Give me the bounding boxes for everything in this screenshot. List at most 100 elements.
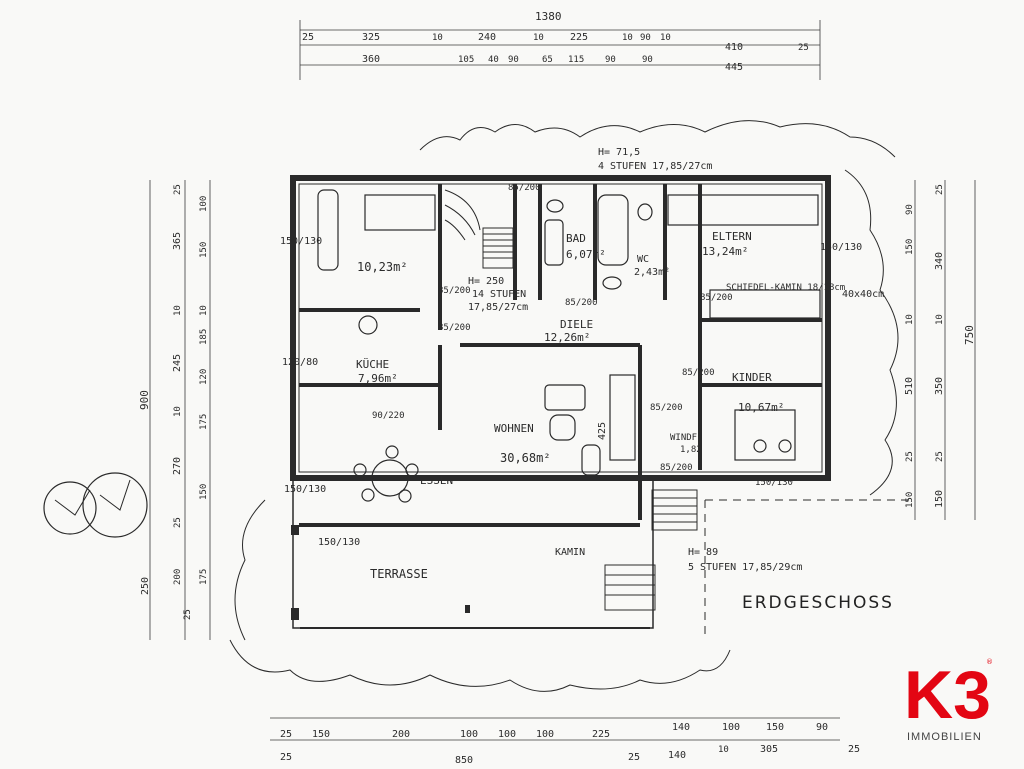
svg-text:425: 425: [597, 422, 608, 440]
room-area-0: 10,23m²: [357, 260, 408, 274]
svg-text:85/200: 85/200: [700, 293, 733, 303]
svg-text:2,43m²: 2,43m²: [634, 267, 670, 278]
svg-text:90: 90: [642, 55, 653, 65]
svg-text:10: 10: [660, 33, 671, 43]
svg-text:445: 445: [725, 62, 743, 73]
svg-text:100: 100: [536, 729, 554, 740]
svg-text:90: 90: [508, 55, 519, 65]
svg-text:7,96m²: 7,96m²: [358, 372, 398, 385]
svg-text:150: 150: [905, 239, 915, 255]
svg-text:100: 100: [498, 729, 516, 740]
k3-logo: K3 ® IMMOBILIEN: [902, 650, 1002, 745]
svg-text:115: 115: [568, 55, 584, 65]
svg-text:175: 175: [199, 569, 209, 585]
svg-text:10: 10: [173, 305, 183, 316]
room-essen: ESSEN: [420, 474, 453, 487]
room-kueche: KÜCHE: [356, 358, 389, 371]
svg-text:30,68m²: 30,68m²: [500, 451, 551, 465]
svg-text:150/130: 150/130: [280, 236, 322, 247]
svg-text:25: 25: [935, 451, 945, 462]
svg-text:150: 150: [934, 490, 945, 508]
svg-text:25: 25: [280, 752, 292, 763]
top-dimensions: 1380 25 325 10 240 10 225 10 90 10 410 2…: [302, 10, 809, 73]
svg-text:6,07m²: 6,07m²: [566, 248, 606, 261]
interior-walls: [299, 184, 822, 527]
room-windfang: WINDF.: [670, 433, 703, 443]
svg-text:225: 225: [570, 32, 588, 43]
opening-dims: 150/130 85/200 85/200 120/80 90/220 85/2…: [280, 183, 862, 548]
svg-text:360: 360: [362, 54, 380, 65]
svg-text:245: 245: [172, 354, 183, 372]
svg-text:10: 10: [935, 314, 945, 325]
right-dimensions: 750 25 340 10 350 25 150 90 150 10 510 2…: [904, 184, 976, 508]
svg-text:200: 200: [173, 569, 183, 585]
svg-text:25: 25: [848, 744, 860, 755]
logo-subtitle: IMMOBILIEN: [907, 731, 982, 743]
svg-text:150: 150: [312, 729, 330, 740]
svg-text:85/200: 85/200: [565, 298, 598, 308]
fixtures: [317, 189, 821, 503]
svg-text:150: 150: [905, 492, 915, 508]
svg-text:25: 25: [798, 43, 809, 53]
svg-text:12,26m²: 12,26m²: [544, 331, 590, 344]
svg-text:150: 150: [766, 722, 784, 733]
svg-text:90: 90: [605, 55, 616, 65]
svg-text:13,24m²: 13,24m²: [702, 245, 748, 258]
svg-text:175: 175: [199, 414, 209, 430]
logo-mark: K3 ® IMMOBILIEN: [904, 657, 993, 743]
svg-text:25: 25: [935, 184, 945, 195]
svg-text:900: 900: [138, 390, 151, 410]
svg-text:H= 89: H= 89: [688, 547, 718, 558]
bushes-top: [419, 120, 896, 158]
svg-text:90: 90: [640, 33, 651, 43]
svg-text:750: 750: [963, 325, 976, 345]
svg-text:25: 25: [183, 609, 193, 620]
room-bad: BAD: [566, 232, 586, 245]
svg-text:90/220: 90/220: [372, 411, 405, 421]
svg-text:10: 10: [199, 305, 209, 316]
svg-text:350: 350: [934, 377, 945, 395]
svg-text:10: 10: [173, 406, 183, 417]
left-dimensions: 900 25 365 10 245 10 270 25 250 100 150 …: [138, 184, 209, 620]
svg-text:140: 140: [668, 750, 686, 761]
svg-text:510: 510: [904, 377, 915, 395]
svg-text:H= 250: H= 250: [468, 276, 504, 287]
entrance-stairs: [604, 489, 698, 611]
svg-text:14 STUFEN: 14 STUFEN: [472, 289, 526, 300]
svg-text:150/130: 150/130: [284, 484, 326, 495]
svg-text:100: 100: [460, 729, 478, 740]
svg-text:150: 150: [199, 242, 209, 258]
room-kinder: KINDER: [732, 371, 772, 384]
svg-text:10: 10: [533, 33, 544, 43]
chimney-note: SCHIEDEL-KAMIN 18/18cm: [726, 283, 845, 293]
svg-text:85/200: 85/200: [508, 183, 541, 193]
svg-text:200: 200: [392, 729, 410, 740]
svg-text:150/130: 150/130: [820, 242, 862, 253]
svg-text:85/200: 85/200: [438, 323, 471, 333]
svg-text:65: 65: [542, 55, 553, 65]
bushes-right: [844, 169, 899, 496]
svg-text:85/200: 85/200: [682, 368, 715, 378]
dim-total-top: 1380: [535, 10, 562, 23]
svg-text:150/130: 150/130: [755, 478, 793, 488]
room-wohnen: WOHNEN: [494, 422, 534, 435]
svg-text:90: 90: [816, 722, 828, 733]
svg-text:410: 410: [725, 42, 743, 53]
svg-text:10: 10: [432, 33, 443, 43]
chimney-size: 40x40cm: [842, 289, 884, 300]
room-kamin: KAMIN: [555, 547, 585, 558]
svg-text:40: 40: [488, 55, 499, 65]
room-wc: WC: [637, 254, 649, 265]
svg-text:85/200: 85/200: [438, 286, 471, 296]
svg-text:1,82: 1,82: [680, 445, 702, 455]
main-staircase: [444, 189, 514, 269]
room-labels: 10,23m² BAD 6,07m² WC 2,43m² ELTERN 13,2…: [356, 230, 784, 581]
svg-text:85/200: 85/200: [650, 403, 683, 413]
svg-text:10: 10: [718, 745, 729, 755]
svg-text:150: 150: [199, 484, 209, 500]
svg-text:240: 240: [478, 32, 496, 43]
svg-text:25: 25: [280, 729, 292, 740]
terrace-markers: [291, 525, 470, 620]
